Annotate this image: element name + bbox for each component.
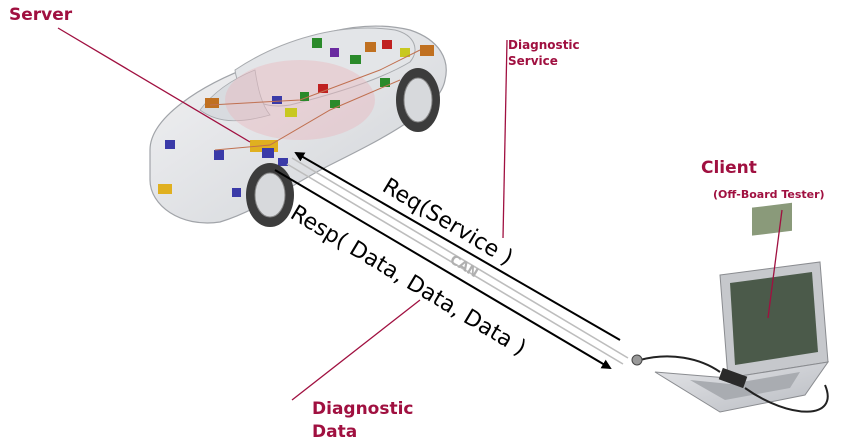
diagnostic-data-line-2: Data (312, 422, 358, 442)
obd-cable (639, 355, 829, 413)
server-label: Server (9, 5, 73, 25)
server-pointer (57, 27, 251, 143)
client-sublabel: (Off-Board Tester) (713, 188, 825, 201)
diagnostic-data-label: Diagnostic Data (312, 398, 414, 444)
diagnostic-service-pointer (502, 39, 508, 239)
car-wheels (246, 68, 440, 227)
car-components (158, 38, 434, 197)
request-arrow (294, 152, 621, 341)
response-arrow (274, 169, 612, 370)
screen-window (752, 202, 792, 236)
response-message: Resp( Data, Data, Data ) (286, 201, 530, 361)
diagnostic-data-line-1: Diagnostic (312, 399, 414, 419)
diagnostic-service-label: Diagnostic Service (508, 37, 580, 69)
laptop-screen (730, 272, 818, 365)
client-label: Client (701, 158, 757, 178)
tester-interface (718, 367, 748, 389)
diagnostic-data-pointer (291, 299, 421, 401)
diagnostic-service-line-2: Service (508, 54, 558, 68)
can-bus (286, 157, 629, 365)
car-illustration (149, 25, 447, 227)
car-windshield (199, 69, 271, 122)
obd-connector (631, 354, 643, 366)
laptop-illustration (631, 202, 830, 413)
diagnostic-service-line-1: Diagnostic (508, 38, 580, 52)
laptop-keyboard (690, 372, 800, 400)
client-pointer (767, 209, 783, 319)
